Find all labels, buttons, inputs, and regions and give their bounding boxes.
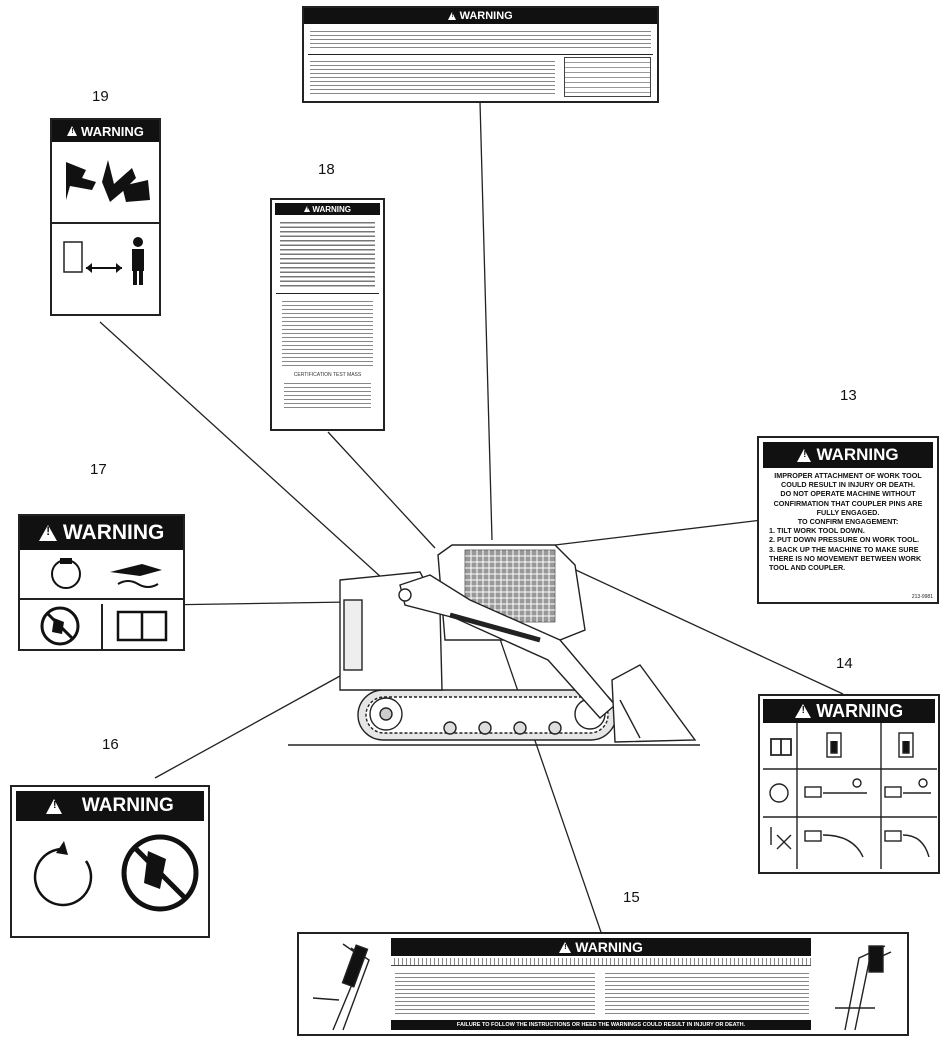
callout-13: 13	[840, 387, 857, 404]
bucket	[611, 664, 697, 743]
callout-18: 18	[318, 161, 335, 178]
decal-heading: WARNING	[312, 204, 352, 214]
decal-banner: WARNING	[16, 791, 204, 821]
track-loader-illustration	[339, 544, 697, 743]
warning-triangle-icon	[794, 704, 811, 718]
decal-cert-title: CERTIFICATION TEST MASS	[293, 372, 362, 378]
decal-banner: WARNING	[275, 203, 380, 215]
decal-subheading	[391, 958, 811, 966]
decal-line-5: 2. PUT DOWN PRESSURE ON WORK TOOL.	[769, 535, 920, 545]
decal-banner: WARNING	[391, 938, 811, 956]
leader-lines	[99, 101, 844, 939]
control-pictogram-grid	[763, 723, 937, 869]
leader-line-18	[327, 431, 436, 549]
decal-banner: WARNING	[763, 442, 933, 468]
decal-banner: WARNING	[52, 120, 159, 142]
decal-footer: FAILURE TO FOLLOW THE INSTRUCTIONS OR HE…	[391, 1020, 811, 1030]
decal-heading: WARNING	[81, 123, 144, 139]
decal-warning-top: WARNING	[302, 6, 659, 103]
decal-line-2: DO NOT OPERATE MACHINE WITHOUT CONFIRMAT…	[773, 489, 923, 517]
lift-arm-brace-left-illustration	[312, 943, 370, 1031]
decal-heading: WARNING	[816, 445, 899, 464]
leader-line-14	[564, 564, 844, 695]
leader-line-top	[479, 101, 493, 541]
decal-remove-instructions	[605, 970, 809, 1014]
lift-arm-brace-right-illustration	[835, 945, 892, 1031]
decal-line-1: IMPROPER ATTACHMENT OF WORK TOOL COULD R…	[774, 471, 922, 490]
decal-banner: WARNING	[304, 8, 657, 24]
callout-17: 17	[90, 461, 107, 478]
warning-triangle-icon	[797, 448, 812, 462]
callout-14: 14	[836, 655, 853, 672]
decal-13-work-tool-attachment: WARNING IMPROPER ATTACHMENT OF WORK TOOL…	[757, 436, 939, 604]
decal-heading: WARNING	[575, 939, 643, 955]
decal-15-lift-arm-brace: WARNING FAILURE TO FOLLOW THE INSTRUCTIO…	[297, 932, 909, 1036]
crush-hands-icon	[66, 160, 150, 202]
callout-19: 19	[92, 88, 109, 105]
decal-line-4: 1. TILT WORK TOOL DOWN.	[769, 526, 865, 536]
decal-install-instructions	[395, 970, 595, 1014]
warning-triangle-icon	[38, 525, 57, 541]
decal-14-hydraulic-controls: WARNING	[758, 694, 940, 874]
decal-18-structure-certification: WARNING CERTIFICATION TEST MASS	[270, 198, 385, 431]
decal-line-3: TO CONFIRM ENGAGEMENT:	[797, 517, 899, 527]
decal-17-fan-hazard: WARNING	[18, 514, 185, 651]
leader-line-17	[159, 601, 351, 606]
warning-triangle-icon	[46, 798, 63, 814]
decal-16-rotation-no-service: WARNING	[10, 785, 210, 938]
decal-19-crush-hazard: WARNING	[50, 118, 161, 316]
decal-heading: WARNING	[459, 10, 513, 22]
decal-fine-print-left	[310, 58, 555, 94]
keep-distance-icon	[63, 237, 144, 285]
decal-part-number: 213-9981	[911, 594, 933, 600]
warning-triangle-icon	[303, 206, 310, 212]
decal-fine-print	[280, 219, 375, 289]
decal-line-6: 3. BACK UP THE MACHINE TO MAKE SURE THER…	[769, 544, 922, 573]
lift-arm	[399, 574, 616, 719]
decal-fine-print-2	[282, 298, 373, 368]
rotation-prohibited-icon	[33, 834, 199, 912]
decal-heading: WARNING	[81, 795, 174, 816]
no-touch-read-manual-icon	[40, 604, 168, 649]
decal-heading: WARNING	[816, 700, 904, 721]
decal-banner: WARNING	[763, 699, 935, 723]
decal-heading: WARNING	[62, 521, 165, 544]
callout-numbers: 19 18 17 13 14 16 15	[90, 88, 857, 906]
callout-15: 15	[623, 889, 640, 906]
decal-fine-print	[310, 28, 651, 50]
leader-line-16	[154, 675, 341, 779]
warning-triangle-icon	[559, 941, 572, 953]
decal-data-table	[564, 57, 651, 97]
warning-triangle-icon	[67, 126, 78, 136]
rotating-fan-icon	[51, 558, 162, 589]
leader-line-13	[554, 519, 763, 546]
warning-triangle-icon	[448, 12, 457, 20]
decal-banner: WARNING	[20, 516, 183, 550]
callout-16: 16	[102, 736, 119, 753]
leader-line-19	[99, 321, 383, 579]
decal-fine-print-3	[284, 380, 371, 410]
leader-line-15	[489, 609, 604, 939]
